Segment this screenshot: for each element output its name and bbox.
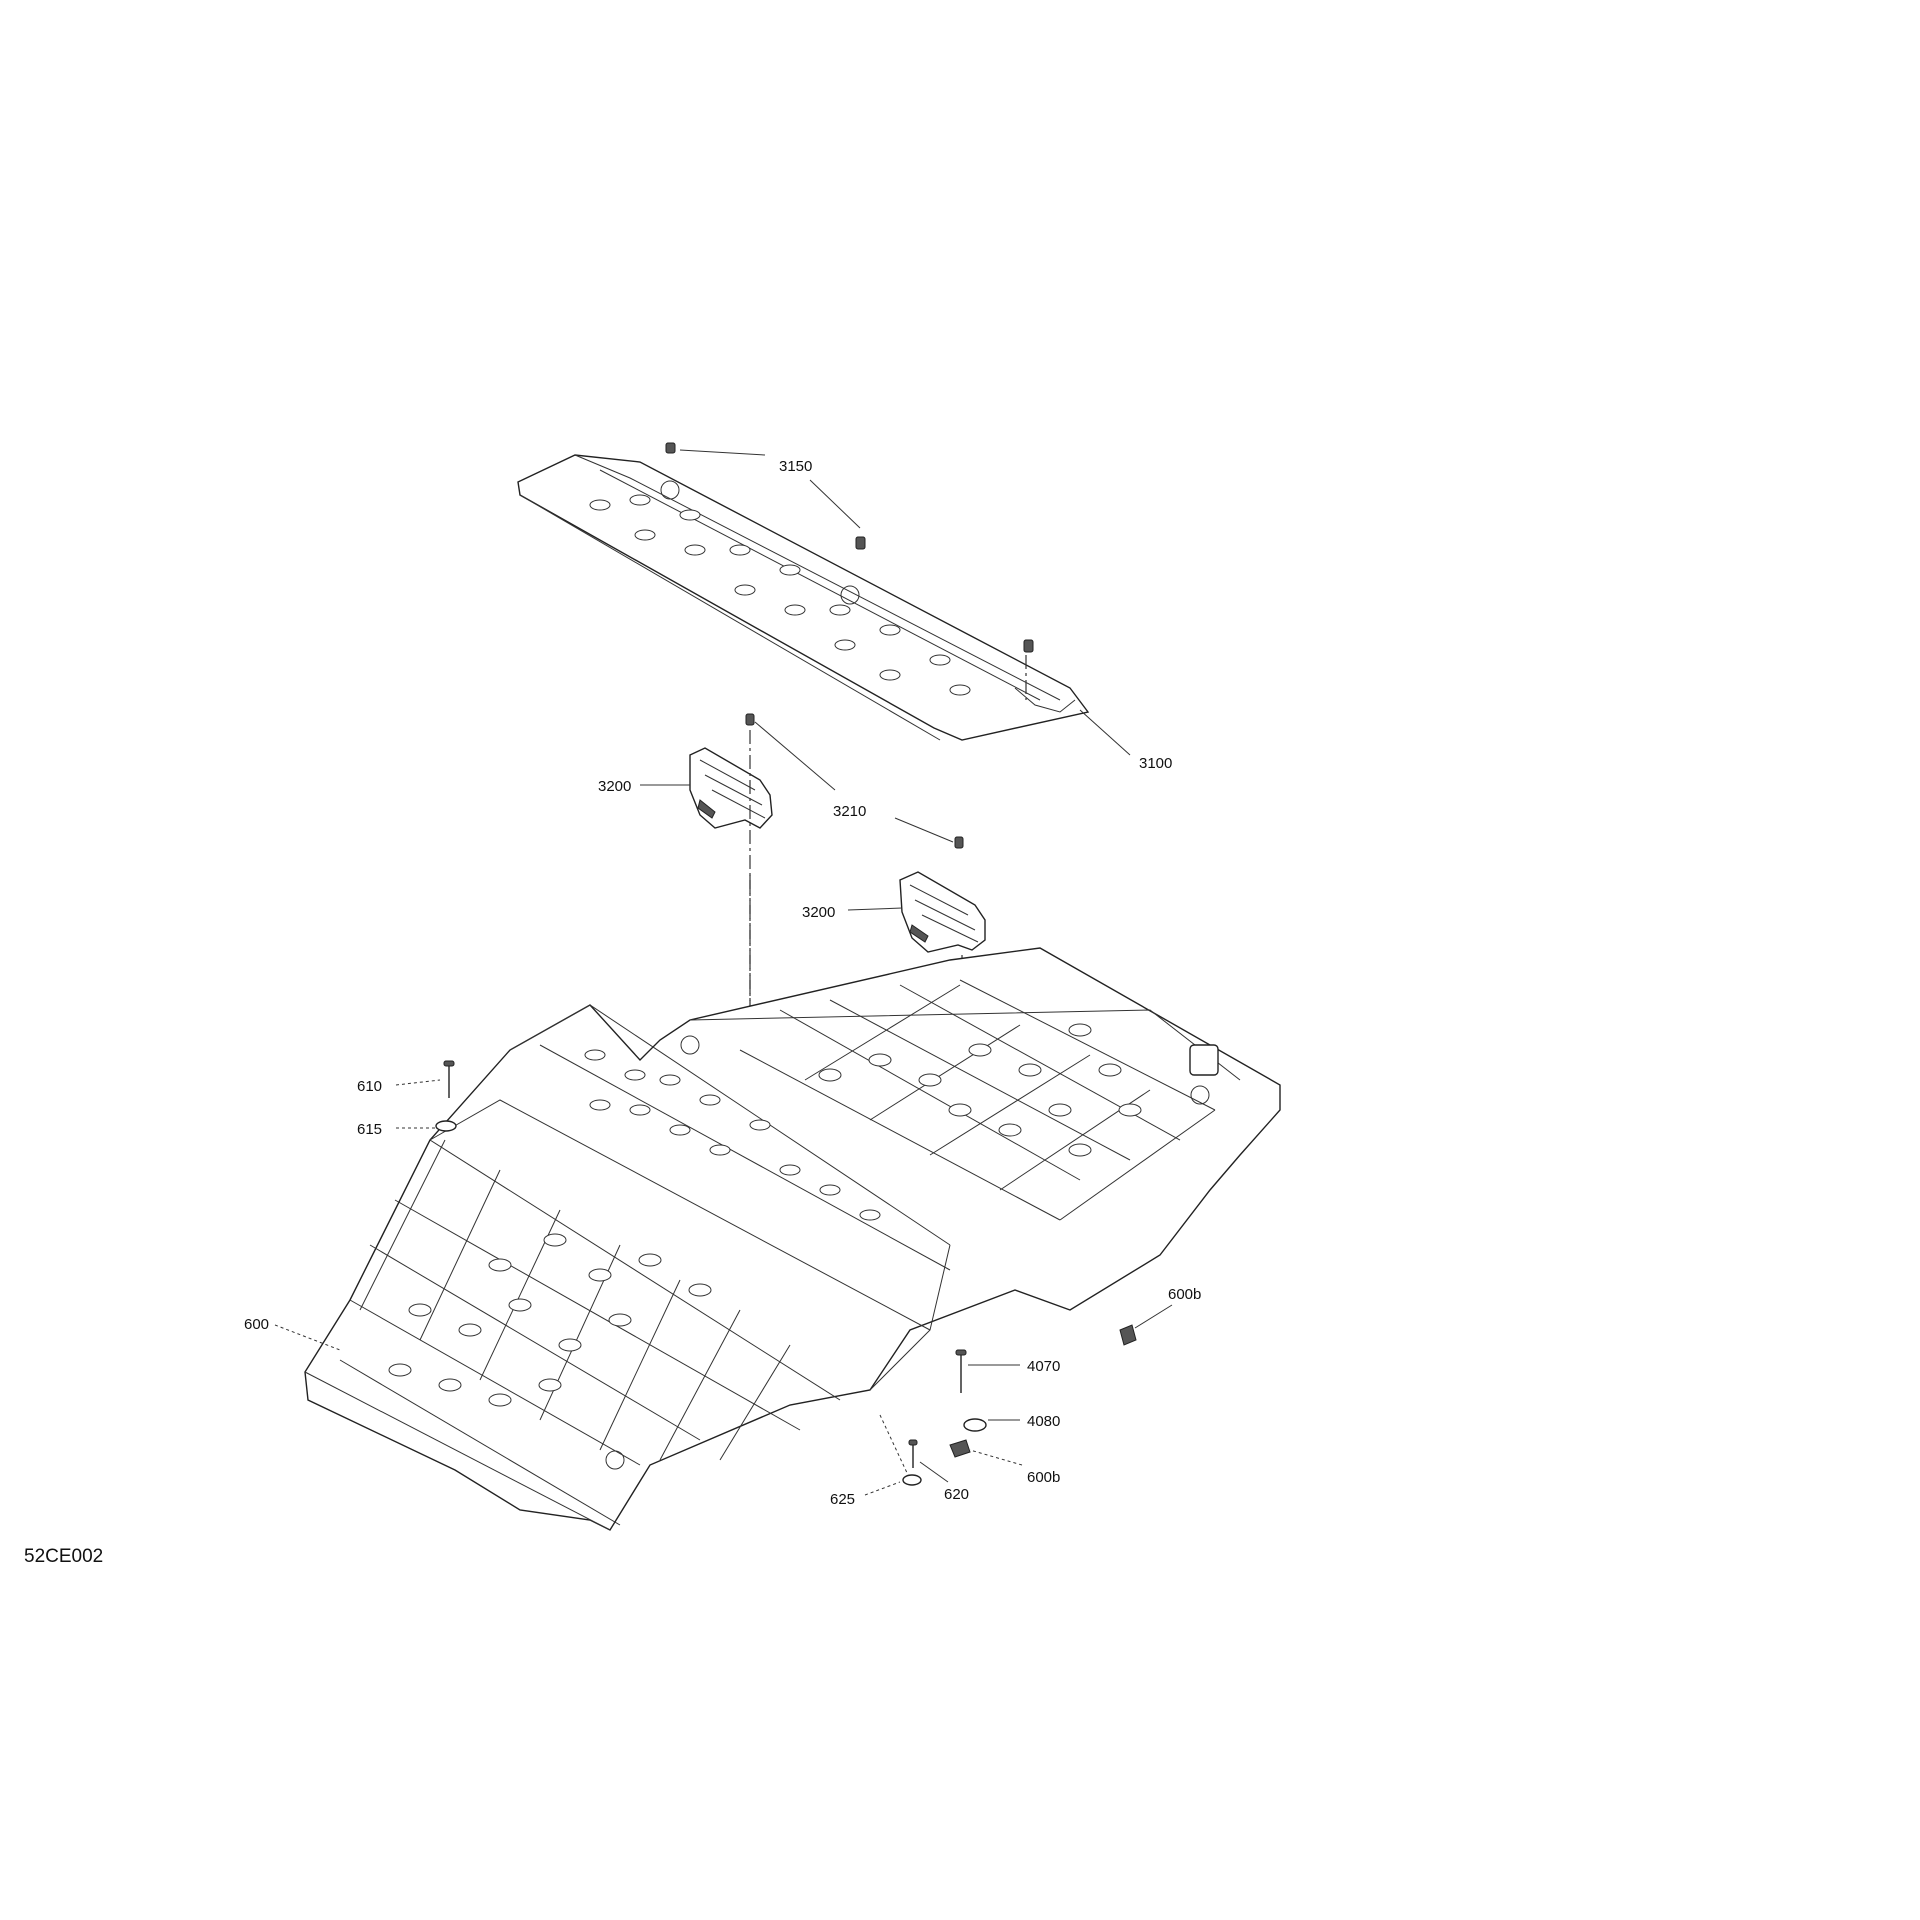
callout-3150: 3150 [779,458,813,475]
diagram-reference-code: 52CE002 [24,1546,104,1567]
clip-600b-lower [949,1439,971,1458]
push-rivet-3210-left [745,713,755,726]
callout-3210: 3210 [833,803,867,820]
callout-4080: 4080 [1027,1413,1061,1430]
callout-600: 600 [244,1316,270,1333]
callout-600b-lower: 600b [1027,1469,1061,1486]
callout-620: 620 [944,1486,970,1503]
clip-600b-upper [1119,1324,1137,1346]
push-rivet-3210-right [954,836,964,849]
callout-3200-left: 3200 [598,778,632,795]
callout-600b-upper: 600b [1168,1286,1202,1303]
upper-tunnel-panel [517,454,1090,741]
push-rivet-3150 [665,442,1034,653]
screw-4070 [955,1349,967,1393]
callout-615: 615 [357,1121,383,1138]
screw-610 [443,1060,455,1098]
washer-4080 [963,1418,987,1432]
callout-4070: 4070 [1027,1358,1061,1375]
callout-leaders [274,449,1173,1496]
bracket-3200-left [689,747,773,829]
callout-3100: 3100 [1139,755,1173,772]
callout-3200-right: 3200 [802,904,836,921]
bracket-3200-right [899,871,986,953]
upper-panel-slots [589,494,971,696]
floor-pan-600 [304,947,1281,1531]
washer-615 [435,1120,457,1132]
floor-pan-slots [388,1023,1142,1407]
screw-620 [908,1439,918,1468]
callout-625: 625 [830,1491,856,1508]
callout-610: 610 [357,1078,383,1095]
washer-625 [902,1474,922,1486]
